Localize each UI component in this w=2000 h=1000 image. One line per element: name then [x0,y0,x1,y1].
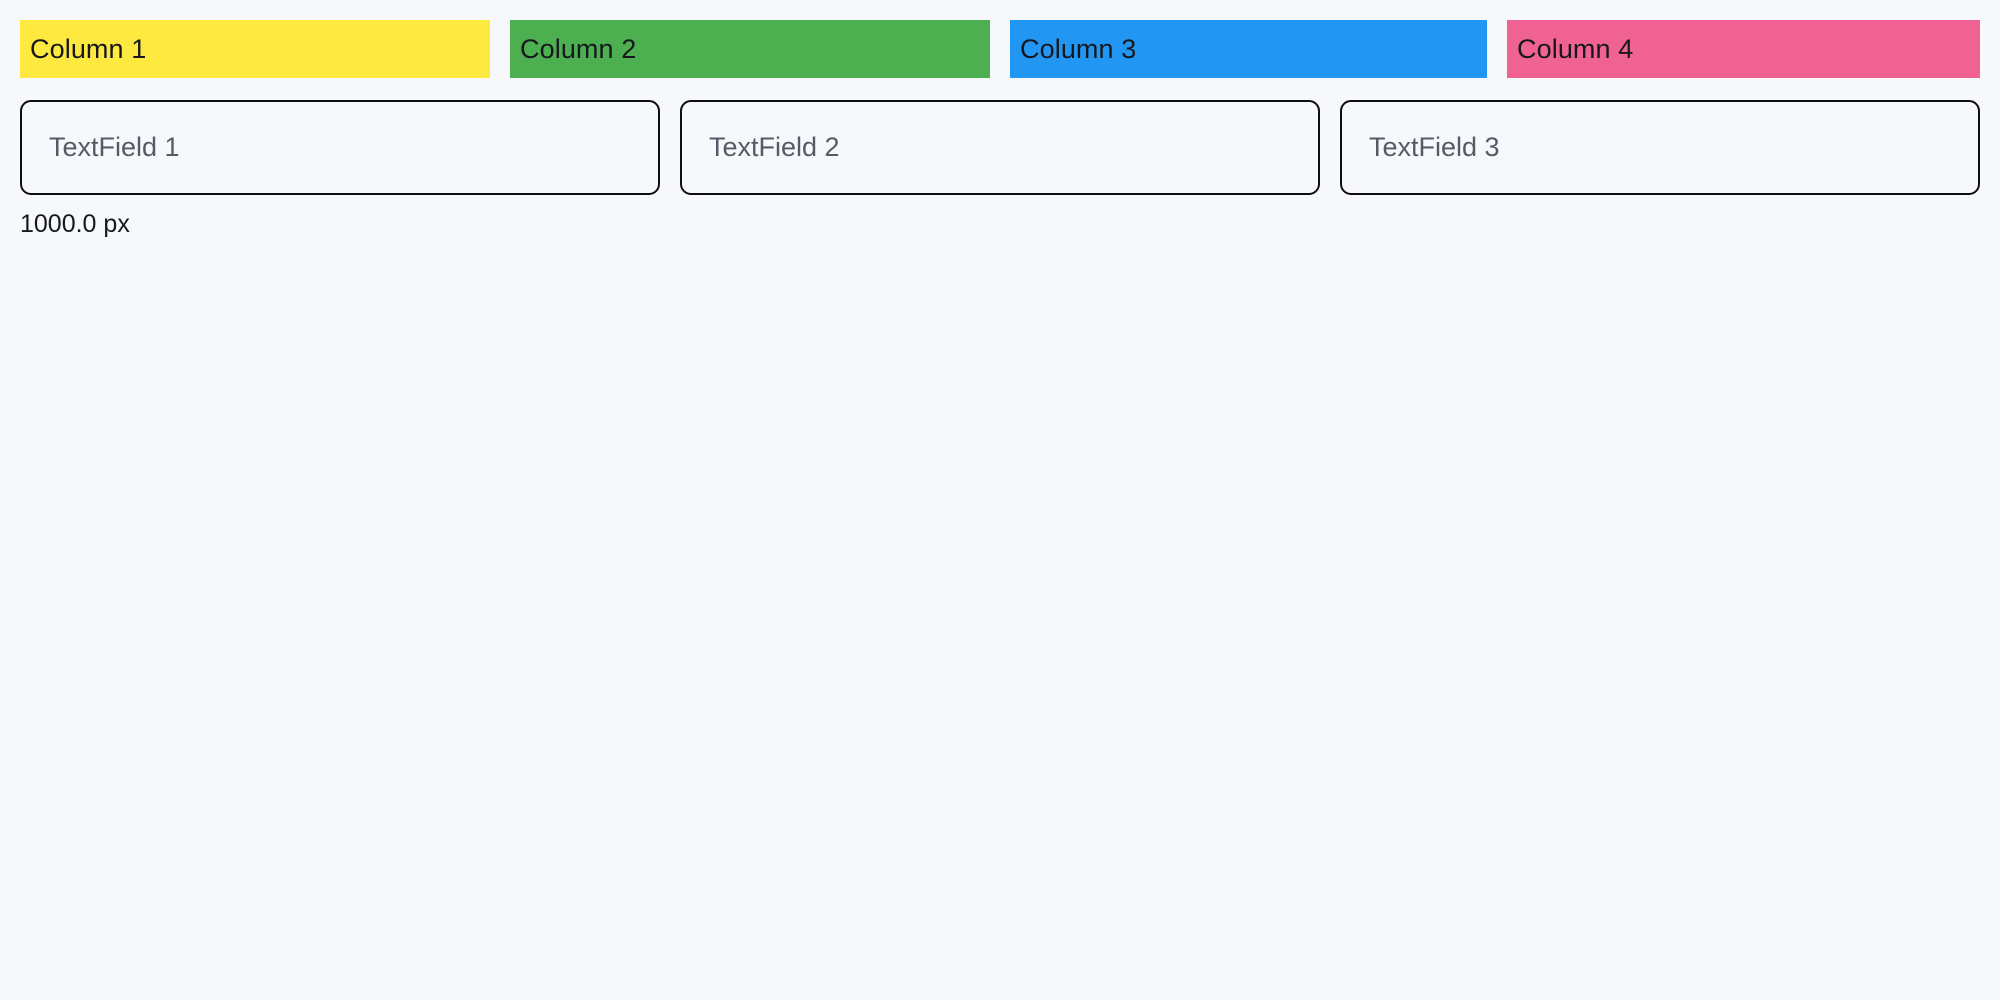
textfield-1-placeholder: TextField 1 [49,132,180,162]
measurement-label: 1000.0 px [20,210,130,238]
textfield-1[interactable]: TextField 1 [20,100,660,195]
column-bar-3-label: Column 3 [1020,33,1137,64]
column-bar-2[interactable]: Column 2 [510,20,990,78]
textfield-2[interactable]: TextField 2 [680,100,1320,195]
column-bar-3[interactable]: Column 3 [1010,20,1487,78]
column-bar-1-label: Column 1 [30,33,147,64]
column-bar-4-label: Column 4 [1517,33,1634,64]
empty-canvas-area [0,250,2000,1000]
textfield-2-placeholder: TextField 2 [709,132,840,162]
columns-row: Column 1 Column 2 Column 3 Column 4 [20,20,1980,78]
textfield-3-placeholder: TextField 3 [1369,132,1500,162]
column-bar-4[interactable]: Column 4 [1507,20,1980,78]
textfields-row: TextField 1 TextField 2 TextField 3 [20,100,1980,195]
column-bar-2-label: Column 2 [520,33,637,64]
column-bar-1[interactable]: Column 1 [20,20,490,78]
textfield-3[interactable]: TextField 3 [1340,100,1980,195]
